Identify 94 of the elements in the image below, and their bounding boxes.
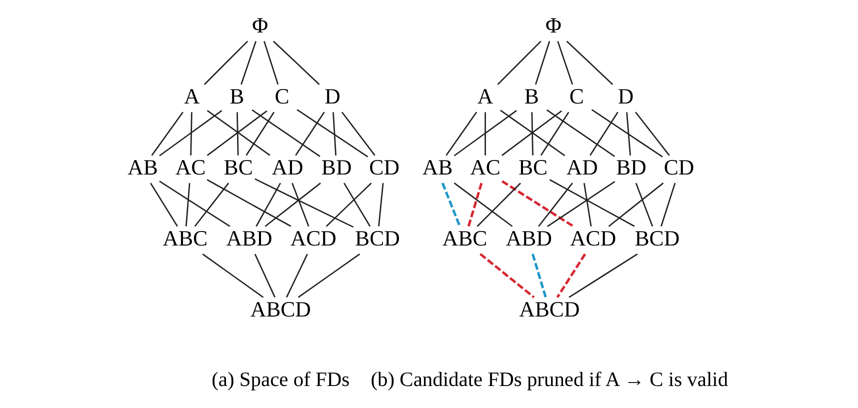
- connector: [497, 40, 542, 85]
- node-text: AC: [175, 155, 206, 180]
- connector: [441, 182, 461, 227]
- node-text: BC: [518, 155, 548, 180]
- label: (b) Candidate FDs pruned if A → C is valid: [370, 369, 728, 392]
- connector: [236, 112, 239, 156]
- node-text: D: [618, 84, 634, 108]
- connector: [150, 182, 178, 227]
- node-text: B: [524, 84, 539, 108]
- connector: [298, 253, 360, 298]
- connector: [254, 178, 354, 228]
- node-text: AB: [128, 155, 158, 180]
- node-text: D: [324, 84, 340, 108]
- connector: [254, 254, 276, 298]
- connector: [151, 112, 184, 156]
- connector: [566, 40, 614, 85]
- node-text: CD: [369, 155, 400, 180]
- node-text: AB: [422, 155, 453, 180]
- node-text: ABCD: [519, 297, 580, 322]
- connector: [264, 182, 321, 227]
- node-text: BD: [616, 155, 646, 180]
- connector: [286, 254, 308, 298]
- connector: [546, 109, 616, 158]
- node-text: ACD: [570, 226, 616, 250]
- connector: [194, 182, 230, 227]
- node-text: C: [274, 84, 290, 108]
- connector: [535, 40, 550, 85]
- connector: [538, 182, 573, 227]
- connector: [635, 112, 670, 156]
- connector: [190, 112, 192, 156]
- connector: [549, 179, 635, 227]
- node-text: A: [184, 84, 200, 108]
- connector: [591, 109, 663, 158]
- node-text: C: [569, 84, 584, 108]
- connector: [272, 40, 320, 85]
- node-text: BD: [321, 155, 352, 180]
- node-text: BCD: [634, 226, 680, 250]
- node-text: ACD: [290, 226, 336, 250]
- connector: [256, 182, 282, 227]
- connector: [608, 182, 664, 227]
- connector: [454, 182, 513, 227]
- connector: [480, 253, 535, 298]
- connector: [341, 112, 376, 156]
- connector: [159, 180, 230, 227]
- connector: [204, 40, 248, 85]
- connector: [292, 182, 310, 227]
- connector: [484, 112, 486, 156]
- connector: [202, 253, 264, 298]
- connector: [660, 182, 676, 227]
- connector: [476, 182, 521, 227]
- node-text: AD: [272, 155, 304, 180]
- connector: [252, 109, 320, 158]
- connector: [446, 112, 478, 156]
- node-text: BC: [224, 155, 253, 180]
- connector: [501, 180, 574, 228]
- connector: [454, 110, 517, 156]
- connector: [556, 253, 586, 298]
- node-text: ABD: [506, 226, 552, 250]
- node-text: A: [477, 84, 494, 108]
- node-text: AC: [470, 155, 500, 180]
- connector: [295, 112, 325, 156]
- connector: [590, 112, 618, 156]
- connector: [343, 182, 371, 227]
- connector: [326, 182, 372, 227]
- node-text: Φ: [252, 14, 268, 38]
- connector: [240, 40, 257, 85]
- connector: [378, 183, 384, 226]
- label: (a) Space of FDs: [212, 369, 350, 392]
- connector: [568, 253, 638, 298]
- connector: [557, 40, 574, 85]
- node-text: ABC: [162, 226, 208, 250]
- node-text: ABC: [442, 226, 488, 250]
- connector: [540, 112, 570, 156]
- connector: [547, 180, 616, 228]
- connector: [626, 112, 631, 156]
- connector: [635, 182, 654, 227]
- connector: [467, 182, 483, 227]
- connector: [332, 112, 336, 156]
- node-text: AD: [566, 155, 598, 180]
- node-text: B: [230, 84, 244, 108]
- connector: [531, 112, 534, 156]
- connector: [185, 183, 190, 226]
- connector: [159, 110, 222, 156]
- node-text: ABD: [226, 226, 272, 250]
- connector: [296, 109, 368, 158]
- connector: [264, 40, 279, 85]
- node-text: BCD: [355, 226, 400, 250]
- connector: [246, 112, 275, 156]
- connector: [206, 179, 292, 227]
- connector: [532, 254, 547, 298]
- node-text: CD: [664, 155, 694, 180]
- node-text: ABCD: [250, 297, 311, 322]
- node-text: Φ: [546, 14, 562, 38]
- connector: [583, 182, 592, 226]
